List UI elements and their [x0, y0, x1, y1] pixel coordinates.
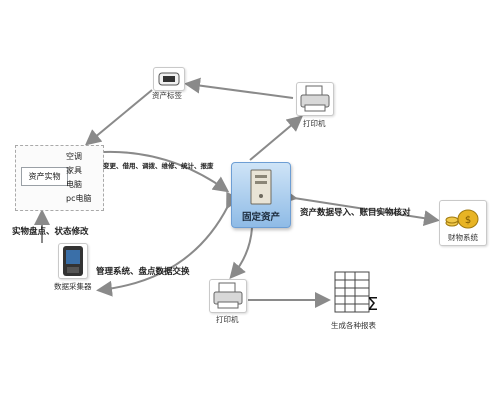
printer-bottom-caption: 打印机	[216, 315, 239, 324]
change-edge-label: 变更、借用、调拨、维修、统计、报废	[103, 162, 214, 170]
finance-caption: 财物系统	[448, 233, 478, 242]
inventory-edge-label: 实物盘点、状态修改	[12, 227, 89, 237]
import-edge-label: 资产数据导入、账目实物核对	[300, 208, 411, 218]
printer-bottom-node	[209, 279, 247, 313]
edge-tag-to-asset	[84, 89, 153, 146]
tag-icon	[158, 72, 180, 86]
svg-text:$: $	[465, 215, 471, 226]
asset-tag-caption: 资产标签	[152, 91, 182, 100]
physical-asset-group: 资产实物 空调 家具 电脑 pc电脑	[15, 145, 104, 211]
edge-printer-to-tag	[184, 77, 294, 99]
svg-text:Σ: Σ	[367, 294, 377, 315]
server-icon	[250, 169, 272, 205]
money-bag-icon: $	[445, 209, 479, 229]
printer-top-node	[296, 82, 334, 116]
asset-item-furniture: 家具	[66, 166, 82, 175]
edge-center-finance	[280, 188, 440, 227]
exchange-edge-label: 管理系统、盘点数据交换	[96, 267, 190, 277]
printer-icon	[300, 85, 330, 112]
asset-item-pc: pc电脑	[66, 194, 92, 203]
finance-node: $ 财物系统	[439, 200, 487, 246]
edge-center-to-printer-bottom	[229, 227, 253, 280]
printer-top-caption: 打印机	[303, 119, 326, 128]
collector-caption: 数据采集器	[54, 282, 92, 291]
edge-center-collector	[96, 191, 241, 297]
reports-caption: 生成各种报表	[331, 321, 376, 330]
scanner-icon	[63, 246, 83, 276]
fixed-asset-node: 固定资产	[231, 162, 291, 228]
reports-node: Σ	[333, 270, 378, 316]
fixed-asset-label: 固定资产	[241, 212, 280, 223]
physical-asset-label: 资产实物	[21, 167, 68, 186]
edge-center-to-printer-top	[249, 115, 304, 161]
edge-asset-to-center	[103, 150, 230, 193]
collector-node	[58, 243, 88, 279]
printer-icon	[213, 282, 243, 309]
asset-item-computer: 电脑	[66, 180, 82, 189]
asset-tag-node	[153, 67, 185, 91]
asset-item-ac: 空调	[66, 152, 82, 161]
spreadsheet-sum-icon: Σ	[334, 271, 378, 315]
